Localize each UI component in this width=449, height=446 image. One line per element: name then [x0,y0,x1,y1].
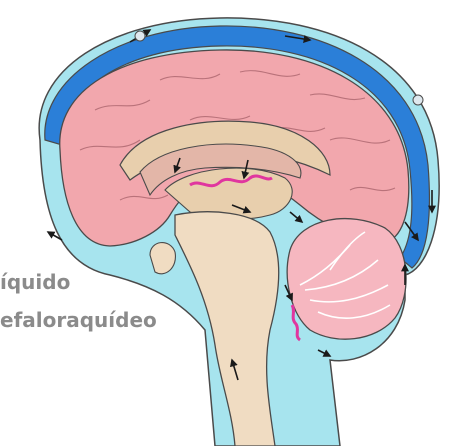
cerebellum [287,219,406,340]
label-line-2: efaloraquídeo [0,308,157,332]
label-line-1: íquido [0,270,70,294]
pituitary [150,243,175,274]
